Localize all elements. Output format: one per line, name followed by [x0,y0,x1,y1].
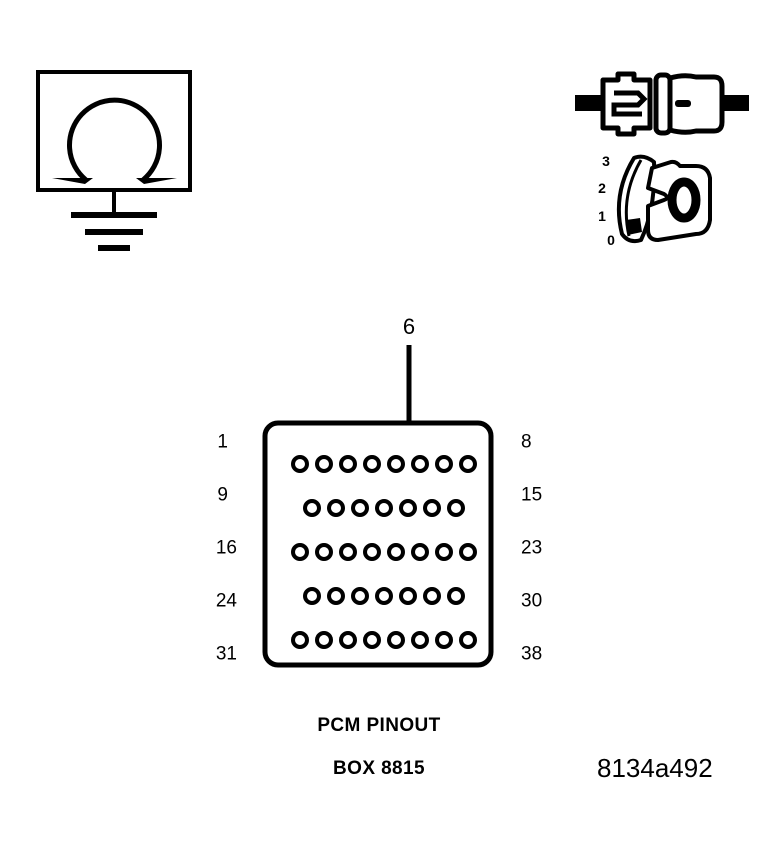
switch-position-1[interactable]: 1 [598,208,606,224]
socket-wire-lead [722,95,749,111]
connector-pair-svg [575,71,749,137]
pin-4[interactable] [363,455,381,473]
omega-foot-left [52,178,93,184]
meter-box [36,70,192,192]
pin-34[interactable] [363,631,381,649]
row-label-right-8: 8 [521,431,532,453]
pin-17[interactable] [315,543,333,561]
pin-37[interactable] [435,631,453,649]
knob-display-zero [667,177,701,223]
ohmmeter-symbol [30,62,200,262]
omega-foot-right [136,178,177,184]
pin-20[interactable] [387,543,405,561]
pin-16[interactable] [291,543,309,561]
pin-26[interactable] [351,587,369,605]
pin-25[interactable] [327,587,345,605]
row-label-left-1: 1 [217,431,228,453]
pin-33[interactable] [339,631,357,649]
pin-21[interactable] [411,543,429,561]
pin-18[interactable] [339,543,357,561]
ohmmeter-svg [36,70,192,251]
pin-11[interactable] [351,499,369,517]
switch-position-2[interactable]: 2 [598,180,606,196]
caption-title: PCM PINOUT [317,715,441,736]
pin-10[interactable] [327,499,345,517]
pin-row-2 [303,499,465,517]
pin-22[interactable] [435,543,453,561]
pin-30[interactable] [447,587,465,605]
row-label-left-16: 16 [215,537,237,559]
pin-23[interactable] [459,543,477,561]
pin-3[interactable] [339,455,357,473]
pcm-connector[interactable] [262,420,494,668]
pin-2[interactable] [315,455,333,473]
pin-14[interactable] [423,499,441,517]
figure-id: 8134a492 [597,753,713,783]
pin-13[interactable] [399,499,417,517]
pin-1[interactable] [291,455,309,473]
pcm-connector-svg[interactable] [262,420,494,668]
pin-32[interactable] [315,631,333,649]
caption-subtitle: BOX 8815 [333,758,425,779]
pin-7[interactable] [435,455,453,473]
plug-contact-tab [611,90,648,117]
pin-27[interactable] [375,587,393,605]
row-label-right-38: 38 [521,643,543,665]
pin-38[interactable] [459,631,477,649]
row-label-left-9: 9 [217,484,228,506]
socket-slot [675,100,691,107]
row-label-right-23: 23 [521,537,543,559]
row-label-left-24: 24 [215,590,237,612]
pin-12[interactable] [375,499,393,517]
pin-row-1 [291,455,477,473]
socket-body [667,73,725,135]
rotary-switch-svg[interactable] [596,148,721,256]
pin-28[interactable] [399,587,417,605]
rotary-switch[interactable]: 3 2 1 0 [596,148,721,256]
row-label-left-31: 31 [215,643,237,665]
switch-position-0[interactable]: 0 [607,232,615,248]
plug-wire-lead [575,95,603,111]
pin-36[interactable] [411,631,429,649]
pin-31[interactable] [291,631,309,649]
pin-9[interactable] [303,499,321,517]
row-label-right-30: 30 [521,590,543,612]
position-pointer [626,218,642,235]
pin-19[interactable] [363,543,381,561]
pin-35[interactable] [387,631,405,649]
knob-body[interactable] [646,159,712,242]
callout-pin-number: 6 [402,314,416,339]
row-label-right-15: 15 [521,484,543,506]
switch-position-3[interactable]: 3 [602,153,610,169]
pin-15[interactable] [447,499,465,517]
pin-row-4 [303,587,465,605]
pin-row-3 [291,543,477,561]
pin-6[interactable] [411,455,429,473]
connector-pair [572,66,752,146]
pin-5[interactable] [387,455,405,473]
pin-row-5 [291,631,477,649]
pin-29[interactable] [423,587,441,605]
pin-8[interactable] [459,455,477,473]
pin-24[interactable] [303,587,321,605]
omega-arc [67,97,162,182]
